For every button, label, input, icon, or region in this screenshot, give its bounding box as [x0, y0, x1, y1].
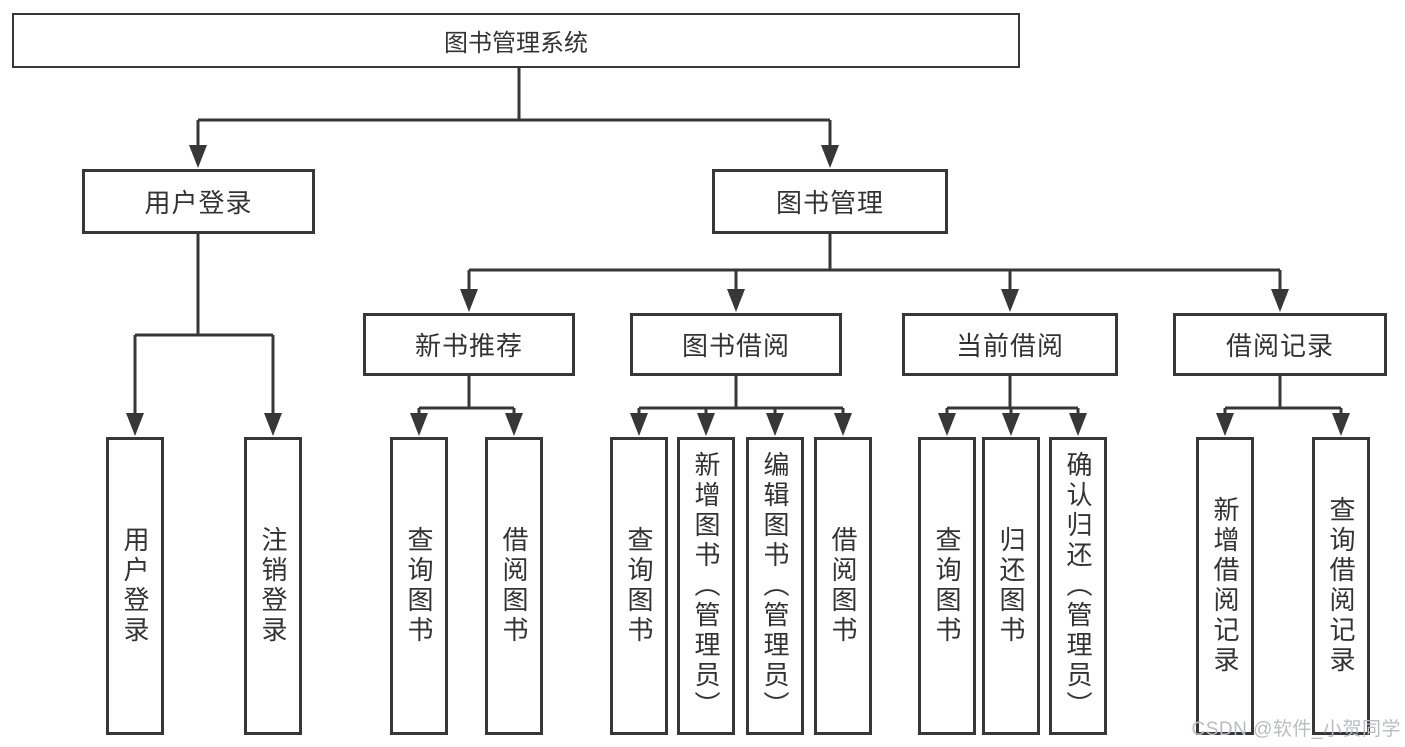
node-root: 图书管理系统 — [12, 13, 1020, 68]
leaf-add-borrow-record: 新增借阅记录 — [1196, 437, 1254, 735]
leaf-query-borrow-record-label: 查询借阅记录 — [1326, 496, 1356, 676]
leaf-confirm-return-admin-label: 确认归还（管理员） — [1063, 451, 1093, 721]
leaf-confirm-return-admin: 确认归还（管理员） — [1049, 437, 1107, 735]
leaf-query-books-recommend-label: 查询图书 — [404, 526, 434, 646]
node-book-management-label: 图书管理 — [775, 188, 884, 218]
leaf-add-book-admin-label: 新增图书（管理员） — [691, 451, 721, 721]
leaf-edit-book-admin-label: 编辑图书（管理员） — [760, 451, 790, 721]
node-book-management: 图书管理 — [712, 169, 948, 234]
leaf-query-borrow-record: 查询借阅记录 — [1312, 437, 1370, 735]
leaf-return-book: 归还图书 — [982, 437, 1040, 735]
node-borrow-records-label: 借阅记录 — [1225, 331, 1334, 361]
leaf-add-borrow-record-label: 新增借阅记录 — [1210, 496, 1240, 676]
node-current-borrow-label: 当前借阅 — [955, 331, 1064, 361]
leaf-return-book-label: 归还图书 — [996, 526, 1026, 646]
leaf-logout-label: 注销登录 — [258, 526, 288, 646]
leaf-user-login: 用户登录 — [106, 437, 164, 735]
node-borrow-records: 借阅记录 — [1173, 313, 1387, 376]
node-user-login: 用户登录 — [82, 169, 315, 234]
leaf-borrow-books-recommend: 借阅图书 — [485, 437, 543, 735]
node-new-book-recommend-label: 新书推荐 — [414, 331, 523, 361]
leaf-query-books-current-label: 查询图书 — [932, 526, 962, 646]
node-root-label: 图书管理系统 — [444, 30, 588, 57]
leaf-borrow-books-label: 借阅图书 — [828, 526, 858, 646]
node-current-borrow: 当前借阅 — [902, 313, 1118, 376]
leaf-user-login-label: 用户登录 — [120, 526, 150, 646]
leaf-borrow-books-recommend-label: 借阅图书 — [499, 526, 529, 646]
leaf-query-books-borrow-label: 查询图书 — [624, 526, 654, 646]
leaf-add-book-admin: 新增图书（管理员） — [677, 437, 735, 735]
leaf-query-books-current: 查询图书 — [918, 437, 976, 735]
node-book-borrow: 图书借阅 — [630, 313, 842, 376]
node-user-login-label: 用户登录 — [144, 188, 253, 218]
leaf-logout: 注销登录 — [244, 437, 302, 735]
node-new-book-recommend: 新书推荐 — [363, 313, 575, 376]
leaf-query-books-borrow: 查询图书 — [610, 437, 668, 735]
leaf-borrow-books: 借阅图书 — [814, 437, 872, 735]
node-book-borrow-label: 图书借阅 — [681, 331, 790, 361]
leaf-query-books-recommend: 查询图书 — [390, 437, 448, 735]
leaf-edit-book-admin: 编辑图书（管理员） — [746, 437, 804, 735]
csdn-watermark: CSDN @软件_小贺同学 — [1191, 719, 1401, 740]
